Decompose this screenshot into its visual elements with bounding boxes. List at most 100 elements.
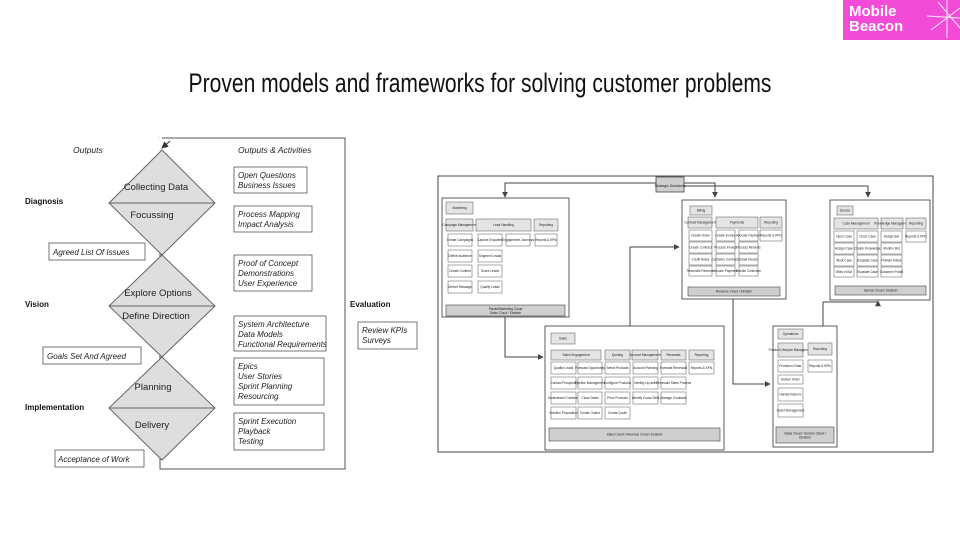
sales-item-1-box (577, 361, 603, 375)
operations-item-1: Reports & KPIs (809, 364, 831, 368)
operations-item-1-box (807, 359, 833, 373)
service-column-2: Reporting (909, 222, 923, 226)
marketing-header: Marketing (453, 206, 467, 210)
service-header: Service (840, 209, 851, 213)
marketing-header-box (445, 201, 474, 215)
phase-vision: Vision (25, 300, 49, 309)
sales-column-3: Renewals (667, 353, 681, 357)
activities-header: Outputs & Activities (238, 145, 312, 155)
billing-item-3: Reports & KPIs (760, 234, 782, 238)
activity-5-line-4: Resourcing (238, 392, 279, 401)
billing-item-4-box (688, 241, 713, 254)
output-box-acceptance (54, 449, 145, 468)
marketing-item-6-box (447, 264, 473, 278)
marketing-item-7-box (477, 264, 503, 278)
sales-item-15: Manage Contracts (660, 396, 686, 400)
service-item-7: Work Case (836, 259, 852, 263)
sales-footer-text: Sales Cloud / Revenue Cloud / Einstein (607, 433, 663, 437)
service-item-1: Close Case (859, 235, 876, 239)
marketing-column-2: Reporting (539, 223, 553, 227)
service-footer (834, 285, 927, 296)
mobile-beacon-logo: Mobile Beacon (843, 0, 960, 40)
evaluation-line-2: Surveys (362, 336, 391, 345)
service-item-4: Assign Case (835, 247, 853, 251)
operations-item-3: Handle Returns (779, 393, 802, 397)
step-explore-options: Explore Options (124, 288, 192, 299)
operations-footer-line-1: Sales Cloud / Service Cloud / (784, 432, 826, 436)
service-item-5-box (856, 242, 879, 255)
marketing-item-6: Create Content (449, 269, 471, 273)
marketing-item-4-box (447, 249, 473, 263)
billing-item-1: Create Invoice (715, 234, 736, 238)
step-define-direction: Define Direction (122, 311, 190, 322)
sales-item-18-box (604, 406, 631, 420)
service-item-9: Publish Article (881, 259, 901, 263)
output-goals: Goals Set And Agreed (47, 352, 127, 361)
activity-box-2 (233, 205, 313, 233)
activity-4-line-1: System Architecture (238, 320, 310, 329)
service-item-3: Reports & KPIs (905, 235, 927, 239)
marketing-column-1-box (475, 218, 532, 232)
activity-1-line-2: Business Issues (238, 181, 296, 190)
operations-item-2: Deliver Order (781, 378, 801, 382)
marketing-column-2-box (533, 218, 559, 232)
sales-column-0: Sales Engagement (563, 353, 590, 357)
service-column-0: Case Management (843, 222, 870, 226)
step-planning: Planning (135, 382, 172, 393)
billing-item-10-box (688, 265, 713, 277)
service-item-8: Escalate Case (857, 259, 878, 263)
marketing-item-0-box (447, 233, 473, 247)
marketing-item-4: Define Audience (448, 254, 471, 258)
marketing-column-0: Campaign Management (442, 223, 476, 227)
output-box-goals (42, 346, 142, 365)
activity-6-line-1: Sprint Execution (238, 417, 297, 426)
sales-column-2: Account Management (629, 353, 660, 357)
phase-diagnosis: Diagnosis (25, 197, 64, 206)
logo-line-2: Beacon (849, 18, 904, 35)
marketing-item-9-box (477, 280, 503, 294)
sales-item-12: Close Deals (581, 396, 599, 400)
sales-item-2-box (604, 361, 631, 375)
activity-6-line-3: Testing (238, 437, 264, 446)
billing-header-box (689, 205, 713, 216)
sales-item-0: Qualify Leads (554, 366, 574, 370)
sales-item-17: Create Orders (580, 411, 601, 415)
billing-item-8: Customer Contracts (711, 258, 740, 262)
billing-item-10: Reconcile Revenue (687, 269, 715, 273)
marketing-footer-line-1: Pardot/Marketing Cloud (489, 307, 523, 311)
sales-item-7-box (577, 376, 603, 390)
marketing-item-8: Deliver Message (448, 285, 472, 289)
sales-item-1: Forecast Opportunity (575, 366, 605, 370)
sales-item-3-box (632, 361, 659, 375)
outputs-header: Outputs (73, 145, 104, 155)
billing-item-2-box (738, 229, 759, 242)
sales-item-13: Price Products (607, 396, 628, 400)
marketing-item-9: Qualify Leads (480, 285, 500, 289)
evaluation-box (357, 321, 418, 350)
sales-column-4-box (688, 349, 715, 361)
activity-4-line-2: Data Models (238, 330, 283, 339)
logo-line-1: Mobile (849, 3, 897, 20)
marketing-item-3: Reports & KPIs (535, 238, 557, 242)
activity-6-line-2: Playback (238, 427, 271, 436)
service-header-box (836, 205, 854, 216)
strategic-decisions-node (655, 176, 685, 193)
sales-item-10: Renewals Sales Process (656, 381, 692, 385)
sales-item-2: Select Products (606, 366, 629, 370)
service-item-4-box (833, 242, 855, 255)
service-column-1: Knowledge Management (874, 222, 909, 226)
marketing-column-0-box (445, 218, 474, 232)
sales-header-box (550, 332, 576, 345)
billing-item-12-box (738, 265, 759, 277)
billing-item-9: Email Invoice (739, 258, 758, 262)
billing-column-2-box (759, 216, 783, 229)
marketing-footer-line-2: Sales Cloud / Einstein (490, 311, 521, 315)
marketing-item-3-box (534, 233, 558, 247)
sales-column-1: Quoting (612, 353, 623, 357)
operations-column-1-box (807, 342, 833, 356)
operations-item-0: Provision Order (779, 364, 802, 368)
sales-item-14: Identify Cross-Sells (632, 396, 660, 400)
service-item-7-box (833, 254, 855, 267)
marketing-item-0: Create Campaigns (447, 238, 474, 242)
